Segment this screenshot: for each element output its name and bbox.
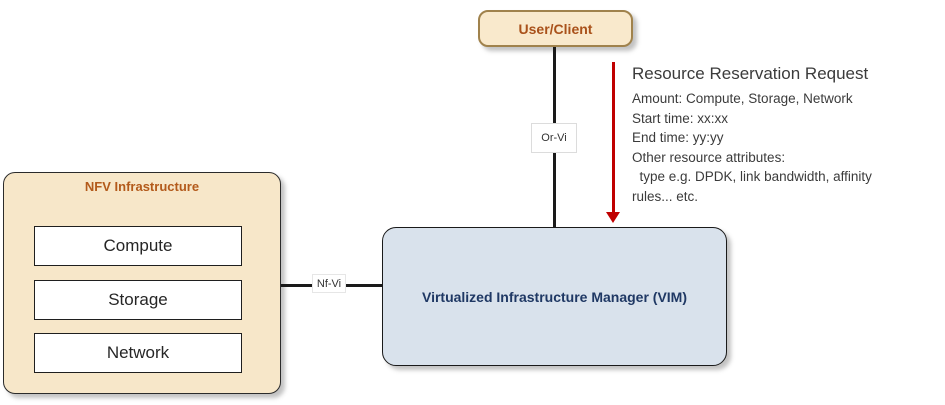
or-vi-label: Or-Vi	[531, 123, 577, 153]
user-client-node: User/Client	[478, 10, 633, 47]
annotation-line: End time: yy:yy	[632, 130, 724, 145]
annotation-title: Resource Reservation Request	[632, 64, 869, 83]
nfv-infrastructure-title: NFV Infrastructure	[84, 179, 200, 194]
storage-label: Storage	[108, 290, 168, 309]
annotation-line: Other resource attributes:	[632, 149, 786, 165]
request-arrow-head-icon	[606, 212, 620, 223]
annotation-line: type e.g. DPDK, link bandwidth, affinity	[632, 169, 872, 184]
nf-vi-label-text: Nf-Vi	[316, 277, 342, 290]
vim-node: Virtualized Infrastructure Manager (VIM)	[382, 227, 727, 366]
annotation-line: rules... etc.	[632, 188, 699, 204]
user-client-label: User/Client	[518, 20, 593, 37]
compute-node: Compute	[34, 226, 242, 266]
or-vi-label-text: Or-Vi	[541, 132, 567, 144]
compute-label: Compute	[103, 236, 173, 255]
nf-vi-label: Nf-Vi	[312, 274, 346, 293]
annotation-line: Start time: xx:xx	[632, 110, 729, 126]
vim-label: Virtualized Infrastructure Manager (VIM)	[421, 288, 687, 305]
network-node: Network	[34, 333, 242, 373]
resource-reservation-annotation: Resource Reservation Request Amount: Com…	[632, 64, 942, 206]
annotation-line: Amount: Compute, Storage, Network	[632, 91, 853, 106]
request-arrow-line	[612, 62, 615, 212]
storage-node: Storage	[34, 280, 242, 320]
network-label: Network	[106, 343, 170, 362]
